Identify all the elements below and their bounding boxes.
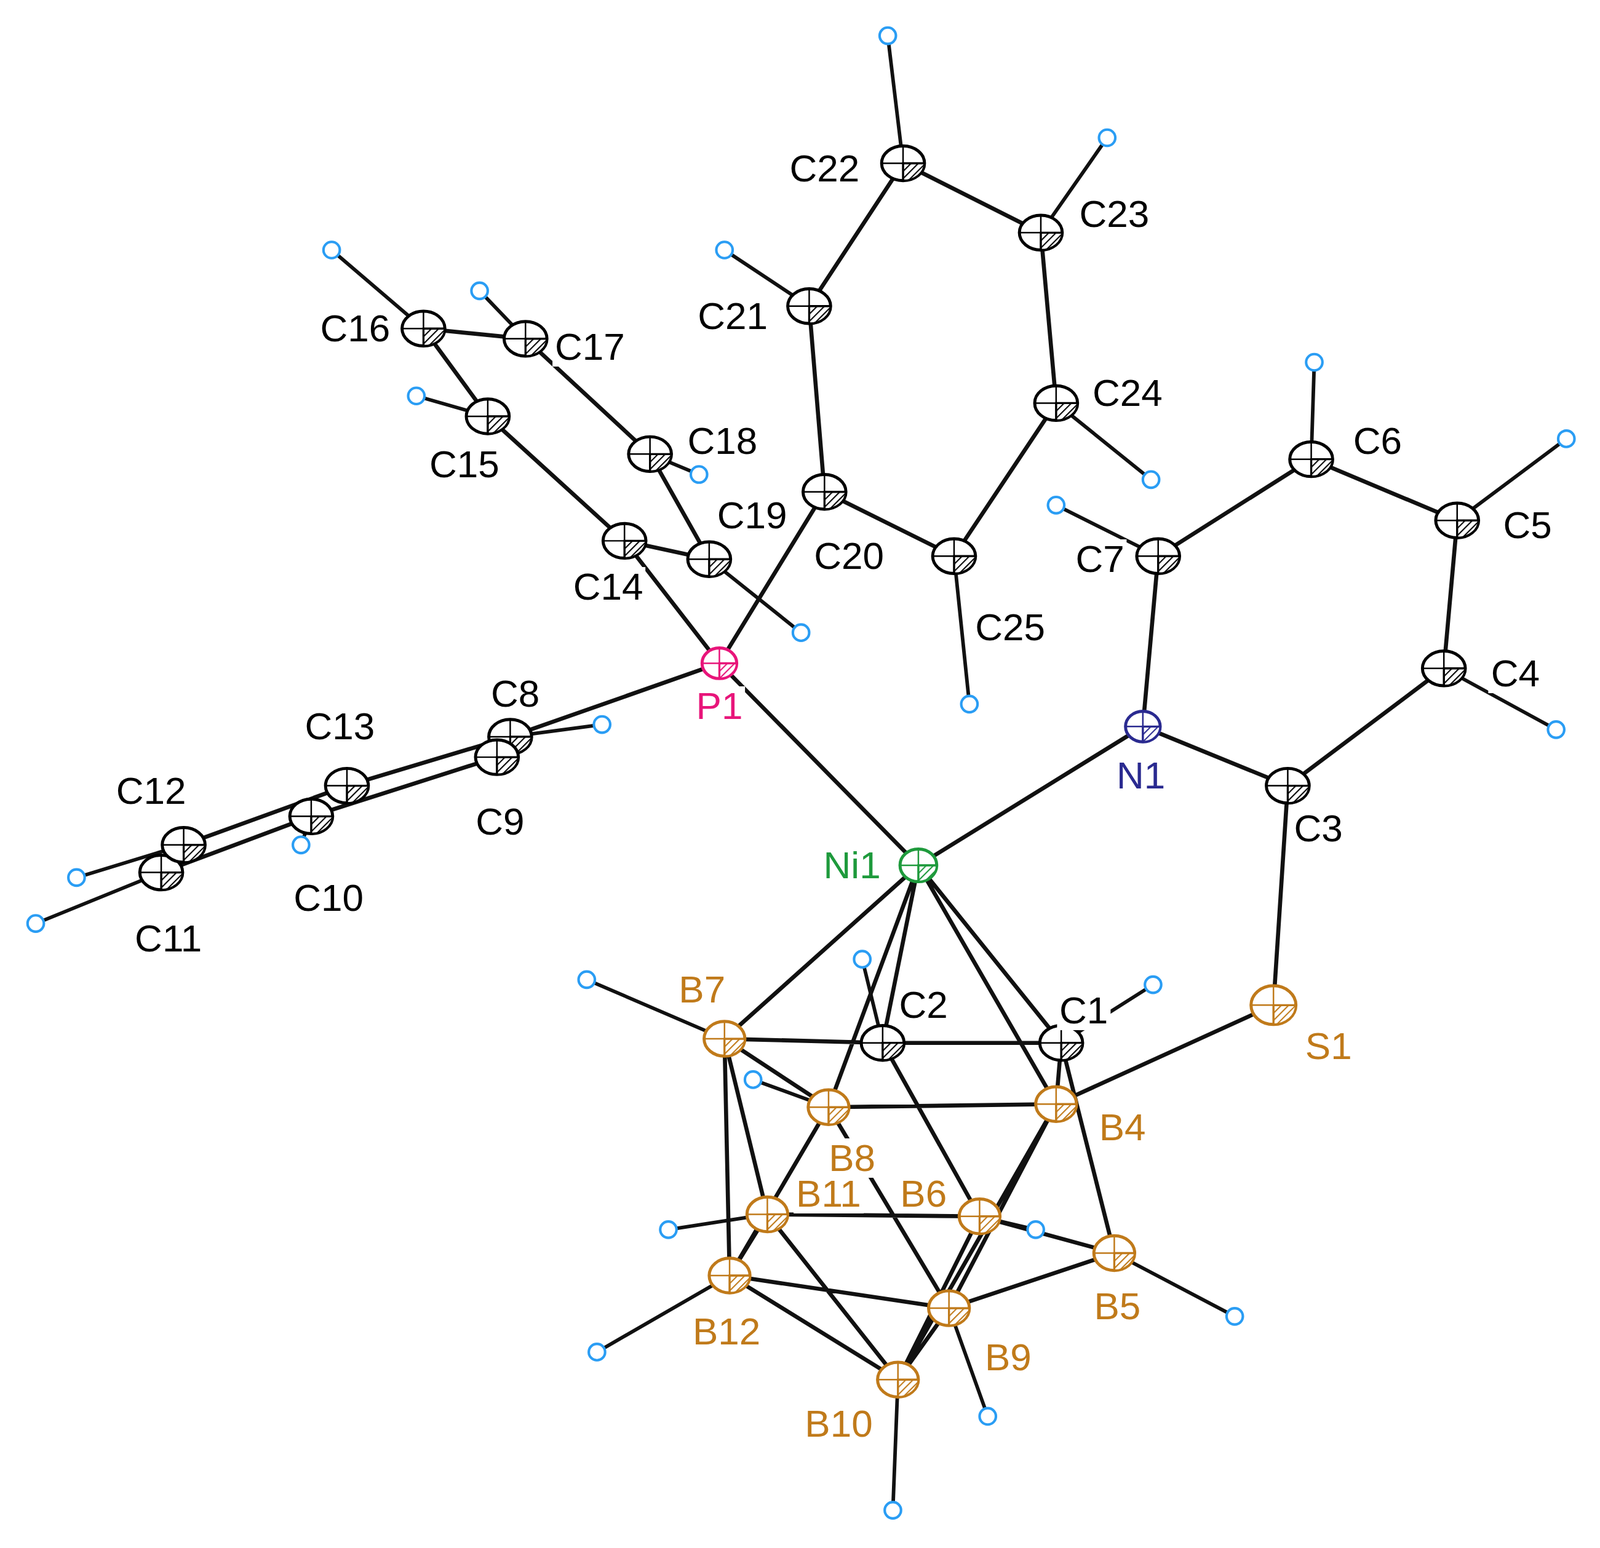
atom-label: C18 bbox=[685, 421, 761, 461]
atom-label: S1 bbox=[1302, 1026, 1355, 1067]
atom-label: C19 bbox=[714, 495, 790, 536]
atom-label: C5 bbox=[1500, 505, 1555, 546]
atom-label: B8 bbox=[826, 1138, 878, 1179]
atom-label: C1 bbox=[1056, 991, 1111, 1031]
atom-label: C11 bbox=[132, 919, 205, 959]
atom-label: B6 bbox=[897, 1174, 950, 1214]
atom-label: C6 bbox=[1350, 421, 1405, 461]
atom-label: C13 bbox=[302, 706, 378, 747]
atom-label: B9 bbox=[982, 1337, 1035, 1378]
atom-label: C4 bbox=[1488, 653, 1543, 694]
atom-label: C20 bbox=[811, 536, 887, 576]
atom-label: B10 bbox=[802, 1404, 875, 1444]
atom-label: C10 bbox=[290, 878, 367, 918]
atom-label: B4 bbox=[1096, 1107, 1149, 1148]
atom-label: C16 bbox=[317, 308, 393, 349]
atom-label: C14 bbox=[570, 567, 646, 607]
atom-label: C22 bbox=[786, 148, 862, 189]
atom-label: C12 bbox=[113, 771, 189, 811]
atom-label: B7 bbox=[676, 970, 728, 1010]
atom-label: Ni1 bbox=[821, 845, 884, 886]
atom-label: C2 bbox=[896, 985, 951, 1025]
atom-label: C21 bbox=[695, 296, 771, 336]
atom-label: C9 bbox=[473, 802, 527, 842]
atom-label: P1 bbox=[693, 686, 746, 726]
atom-ellipsoids bbox=[139, 145, 1479, 1398]
hydrogen-atoms bbox=[27, 27, 1575, 1519]
atom-label: C7 bbox=[1073, 539, 1127, 579]
atom-label: C25 bbox=[972, 607, 1048, 648]
atom-label: C23 bbox=[1077, 194, 1153, 234]
atom-label: B5 bbox=[1091, 1286, 1143, 1327]
atom-label: C15 bbox=[426, 444, 502, 485]
atom-label: N1 bbox=[1114, 756, 1168, 796]
atom-label: C24 bbox=[1090, 373, 1166, 413]
atom-label: B12 bbox=[690, 1312, 763, 1352]
atom-label: C3 bbox=[1291, 808, 1346, 849]
atom-label: B11 bbox=[793, 1174, 864, 1214]
bond-lines bbox=[35, 35, 1567, 1511]
atom-label: C17 bbox=[552, 327, 628, 367]
atom-label: C8 bbox=[488, 674, 542, 714]
